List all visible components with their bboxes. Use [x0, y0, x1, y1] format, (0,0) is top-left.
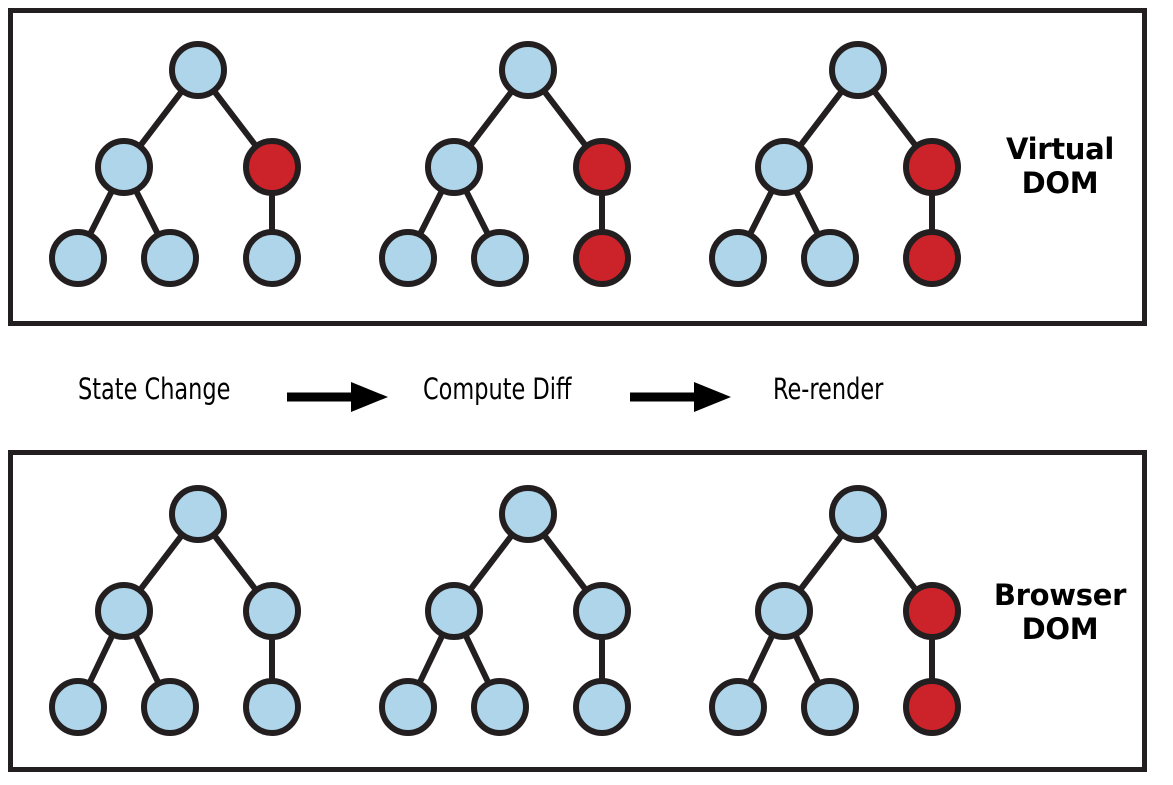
virtual-dom-label: Virtual DOM	[1005, 132, 1115, 201]
browser-dom-tree-3	[709, 485, 961, 736]
tree-node-blue	[243, 582, 301, 640]
tree-node-blue	[243, 229, 301, 287]
tree-node-blue	[499, 485, 557, 543]
tree-node-blue	[425, 582, 483, 640]
tree-node-blue	[471, 678, 529, 736]
tree-node-blue	[379, 229, 437, 287]
tree-node-red	[903, 229, 961, 287]
tree-node-red	[243, 138, 301, 196]
tree-node-blue	[755, 582, 813, 640]
flow-step-state-change: State Change	[78, 372, 231, 406]
tree-node-blue	[801, 229, 859, 287]
virtual-dom-tree-2	[379, 41, 631, 287]
tree-node-red	[573, 138, 631, 196]
tree-node-blue	[95, 138, 153, 196]
tree-node-blue	[141, 229, 199, 287]
tree-node-red	[903, 678, 961, 736]
tree-node-blue	[49, 229, 107, 287]
tree-node-blue	[169, 485, 227, 543]
arrow-right-icon	[630, 382, 731, 412]
tree-node-blue	[95, 582, 153, 640]
tree-node-blue	[425, 138, 483, 196]
tree-node-blue	[471, 229, 529, 287]
tree-node-blue	[709, 678, 767, 736]
flow-step-re-render: Re-render	[773, 372, 884, 406]
flow-step-compute-diff: Compute Diff	[423, 372, 572, 406]
tree-node-red	[903, 582, 961, 640]
virtual-dom-tree-3	[709, 41, 961, 287]
browser-dom-tree-2	[379, 485, 631, 736]
tree-node-blue	[379, 678, 437, 736]
tree-node-red	[903, 138, 961, 196]
tree-node-blue	[499, 41, 557, 99]
browser-dom-label: Browser DOM	[993, 578, 1127, 647]
tree-node-blue	[573, 678, 631, 736]
tree-node-blue	[169, 41, 227, 99]
tree-node-blue	[829, 41, 887, 99]
tree-node-blue	[829, 485, 887, 543]
tree-node-blue	[801, 678, 859, 736]
arrow-right-icon	[287, 382, 388, 412]
tree-node-blue	[755, 138, 813, 196]
tree-node-blue	[709, 229, 767, 287]
tree-node-blue	[141, 678, 199, 736]
tree-node-red	[573, 229, 631, 287]
flow-row: State Change Compute Diff Re-render	[8, 358, 968, 426]
tree-node-blue	[49, 678, 107, 736]
browser-dom-tree-1	[49, 485, 301, 736]
virtual-dom-tree-1	[49, 41, 301, 287]
tree-node-blue	[573, 582, 631, 640]
tree-node-blue	[243, 678, 301, 736]
